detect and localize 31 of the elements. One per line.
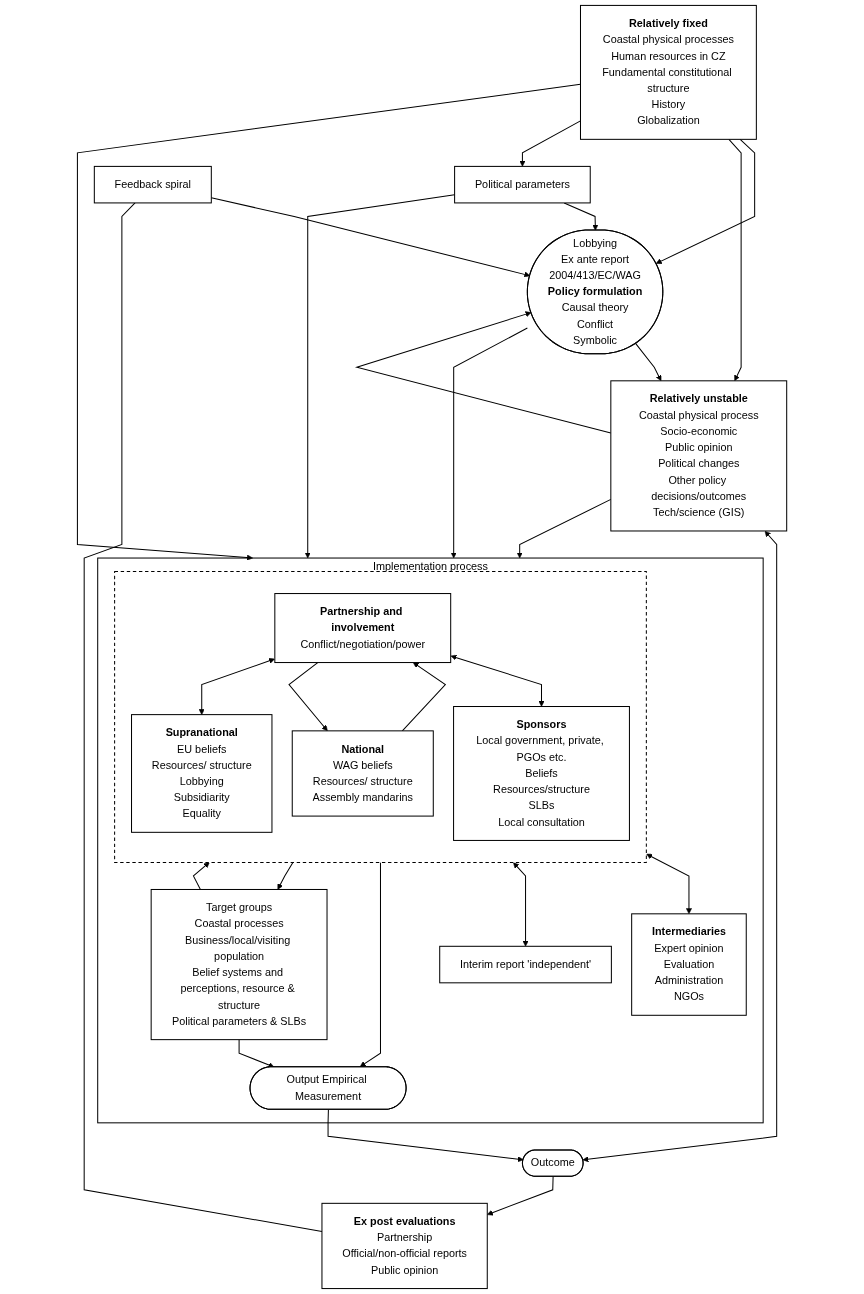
node-box: Relatively unstable Coastal physical process Socio-economic Public opinion Political changes Other policy decisions/outcomes Tech/science (GIS): [610, 380, 788, 532]
arrow: [450, 327, 528, 559]
arrow: [76, 83, 581, 561]
arrow: [277, 861, 294, 890]
arrow: [450, 654, 545, 707]
node-box: Partnership and involvement Conflict/negotiation/power: [274, 593, 452, 664]
node-box: Political parameters: [454, 165, 591, 204]
arrow: [198, 657, 275, 715]
arrow: [327, 1109, 524, 1163]
node-box: National WAG beliefs Resources/ structure Assembly mandarins: [291, 730, 434, 817]
arrow: [288, 662, 328, 732]
node-box: Feedback spiral: [93, 165, 212, 204]
arrow: [519, 120, 581, 167]
arrow: [238, 1039, 275, 1068]
arrow: [401, 662, 447, 732]
arrow: [192, 862, 210, 890]
node-box: Interim report 'independent': [439, 945, 612, 984]
node-box: Target groups Coastal processes Business/local/visiting population Belief systems and perceptions, resource & structure Political parameters & SLBs: [150, 888, 328, 1041]
node-box: Ex post evaluations Partnership Official/non-official reports Public opinion: [321, 1202, 488, 1290]
arrow: [728, 138, 742, 382]
arrow: [635, 343, 662, 382]
arrow: [655, 138, 756, 264]
node-box: Intermediaries Expert opinion Evaluation Administration NGOs: [631, 913, 747, 1016]
cluster: [114, 571, 647, 863]
arrow: [513, 862, 529, 947]
node-box: Sponsors Local government, private, PGOs etc. Beliefs Resources/structure SLBs Local consultation: [453, 706, 630, 841]
arrow: [646, 853, 692, 915]
node-box: Supranational EU beliefs Resources/ structure Lobbying Subsidiarity Equality: [130, 714, 273, 833]
node-box: Relatively fixed Coastal physical processes Human resources in CZ Fundamental constitutional structure History Globalization: [579, 4, 757, 140]
arrow: [582, 530, 778, 1163]
arrow: [359, 861, 381, 1067]
